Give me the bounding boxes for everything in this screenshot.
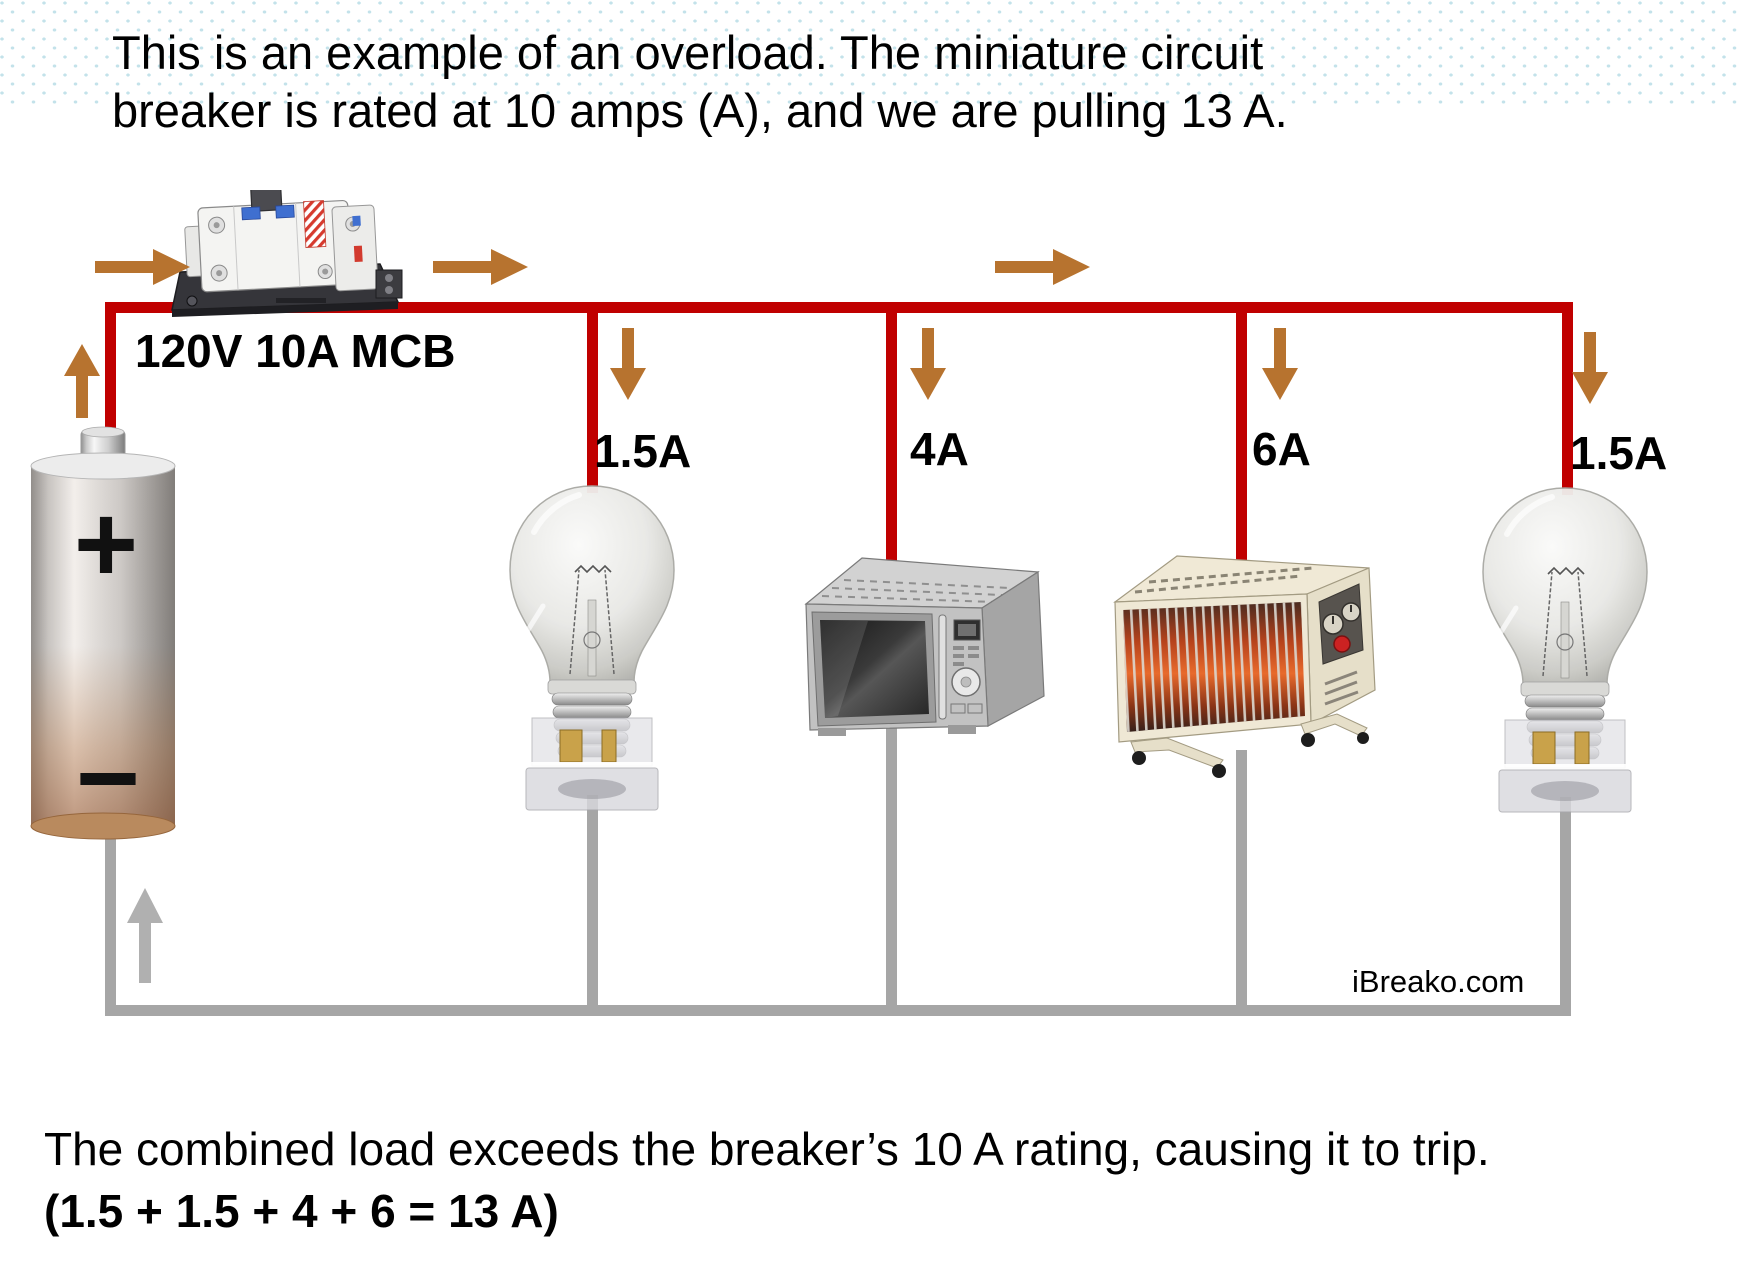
mcb-illustration	[171, 190, 403, 317]
heater-controls	[1318, 583, 1364, 706]
space-heater-illustration	[1113, 555, 1376, 778]
current-arrow-right-2-icon	[433, 247, 528, 287]
neutral-wire-heater	[1236, 750, 1247, 1016]
neutral-wire-bus	[105, 1005, 1571, 1016]
microwave-illustration	[804, 557, 1045, 736]
current-arrow-right-3-icon	[995, 247, 1090, 287]
branch-4-current-label: 1.5A	[1570, 427, 1668, 479]
heater-legs	[1130, 713, 1369, 778]
heater-power-button	[1333, 635, 1351, 653]
hot-wire-branch-2	[886, 302, 897, 575]
battery-illustration: + −	[30, 426, 176, 840]
mcb-breaker-body	[184, 190, 379, 293]
current-arrow-down-branch-4-icon	[1570, 332, 1610, 404]
watermark-text: iBreako.com	[1352, 964, 1525, 999]
neutral-wire-microwave	[886, 720, 897, 1016]
neutral-wire-bulb-2	[1560, 797, 1571, 1016]
hot-wire-branch-1	[587, 302, 598, 493]
bulb-filament	[1542, 566, 1588, 679]
heater-grille-fins	[1123, 602, 1305, 732]
bulb-holder-block	[518, 717, 666, 811]
hot-wire-branch-3	[1236, 302, 1247, 575]
hot-wire-from-battery	[105, 302, 116, 462]
microwave-window	[820, 620, 929, 718]
mcb-toggle	[250, 190, 283, 212]
current-arrow-up-from-battery-icon	[61, 344, 103, 418]
branch-3-current-label: 6A	[1252, 423, 1311, 475]
title-line-1: This is an example of an overload. The m…	[112, 26, 1264, 79]
branch-1-current-label: 1.5A	[594, 425, 692, 477]
mcb-label-sticker	[303, 200, 327, 248]
footer-sum-text: (1.5 + 1.5 + 4 + 6 = 13 A)	[44, 1185, 559, 1237]
light-bulb-1-illustration	[509, 485, 675, 811]
branch-2-current-label: 4A	[910, 423, 969, 475]
neutral-wire-battery	[105, 830, 116, 1016]
footer-explanation-text: The combined load exceeds the breaker’s …	[44, 1123, 1490, 1175]
hot-wire-bus	[105, 302, 1573, 313]
light-bulb-2-illustration	[1482, 487, 1648, 813]
title-line-2: breaker is rated at 10 amps (A), and we …	[112, 84, 1288, 137]
current-arrow-down-branch-3-icon	[1260, 328, 1300, 400]
return-current-arrow-up-icon	[124, 888, 166, 983]
mcb-rating-label: 120V 10A MCB	[135, 325, 456, 377]
current-arrow-down-branch-1-icon	[608, 328, 648, 400]
microwave-door-handle	[938, 614, 947, 720]
neutral-wire-bulb-1	[587, 795, 598, 1016]
current-arrow-right-1-icon	[95, 247, 190, 287]
battery-plus-symbol: +	[74, 483, 138, 606]
microwave-control-panel	[950, 619, 983, 714]
bulb-filament	[569, 564, 615, 677]
hot-wire-branch-4	[1562, 302, 1573, 495]
current-arrow-down-branch-2-icon	[908, 328, 948, 400]
bulb-holder-block	[1491, 719, 1639, 813]
page-title: This is an example of an overload. The m…	[112, 24, 1288, 140]
battery-minus-symbol: −	[76, 717, 140, 840]
dotted-pattern-band	[0, 0, 1739, 105]
